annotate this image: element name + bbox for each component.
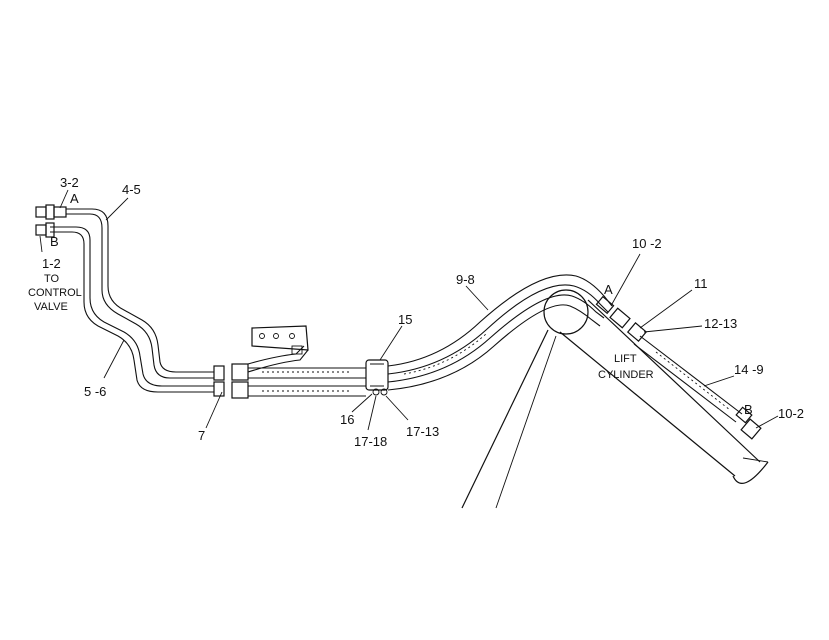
label-valve: VALVE — [34, 301, 68, 313]
label-3-2: 3-2 — [60, 175, 79, 190]
label-16: 16 — [340, 412, 354, 427]
label-10-2-top: 10 -2 — [632, 236, 662, 251]
mounting-bracket — [251, 325, 309, 355]
label-lift: LIFT — [614, 353, 637, 365]
label-control: CONTROL — [28, 287, 82, 299]
label-1-2: 1-2 — [42, 256, 61, 271]
loader-arm — [461, 289, 769, 509]
middle-hoses — [213, 345, 366, 399]
label-17-13: 17-13 — [406, 424, 439, 439]
cylinder-fittings — [595, 295, 762, 440]
label-A-right: A — [604, 282, 613, 297]
callout-labels: 3-2 A B 4-5 1-2 TO CONTROL VALVE 5 -6 7 … — [28, 175, 804, 449]
label-14-9: 14 -9 — [734, 362, 764, 377]
label-17-18: 17-18 — [354, 434, 387, 449]
label-to: TO — [44, 273, 60, 285]
label-B-right: B — [744, 402, 753, 417]
hose-clamp — [365, 359, 389, 396]
hose-9-8 — [387, 274, 613, 391]
rigid-tubes-left — [50, 208, 214, 393]
label-cylinder: CYLINDER — [598, 369, 654, 381]
label-12-13: 12-13 — [704, 316, 737, 331]
label-9-8: 9-8 — [456, 272, 475, 287]
leader-lines — [39, 189, 779, 431]
label-B-top: B — [50, 234, 59, 249]
label-A-top: A — [70, 191, 79, 206]
label-11: 11 — [694, 276, 708, 291]
label-5-6: 5 -6 — [84, 384, 106, 399]
label-4-5: 4-5 — [122, 182, 141, 197]
label-15: 15 — [398, 312, 412, 327]
label-7: 7 — [198, 428, 205, 443]
left-fittings — [35, 204, 67, 238]
label-10-2-right: 10-2 — [778, 406, 804, 421]
